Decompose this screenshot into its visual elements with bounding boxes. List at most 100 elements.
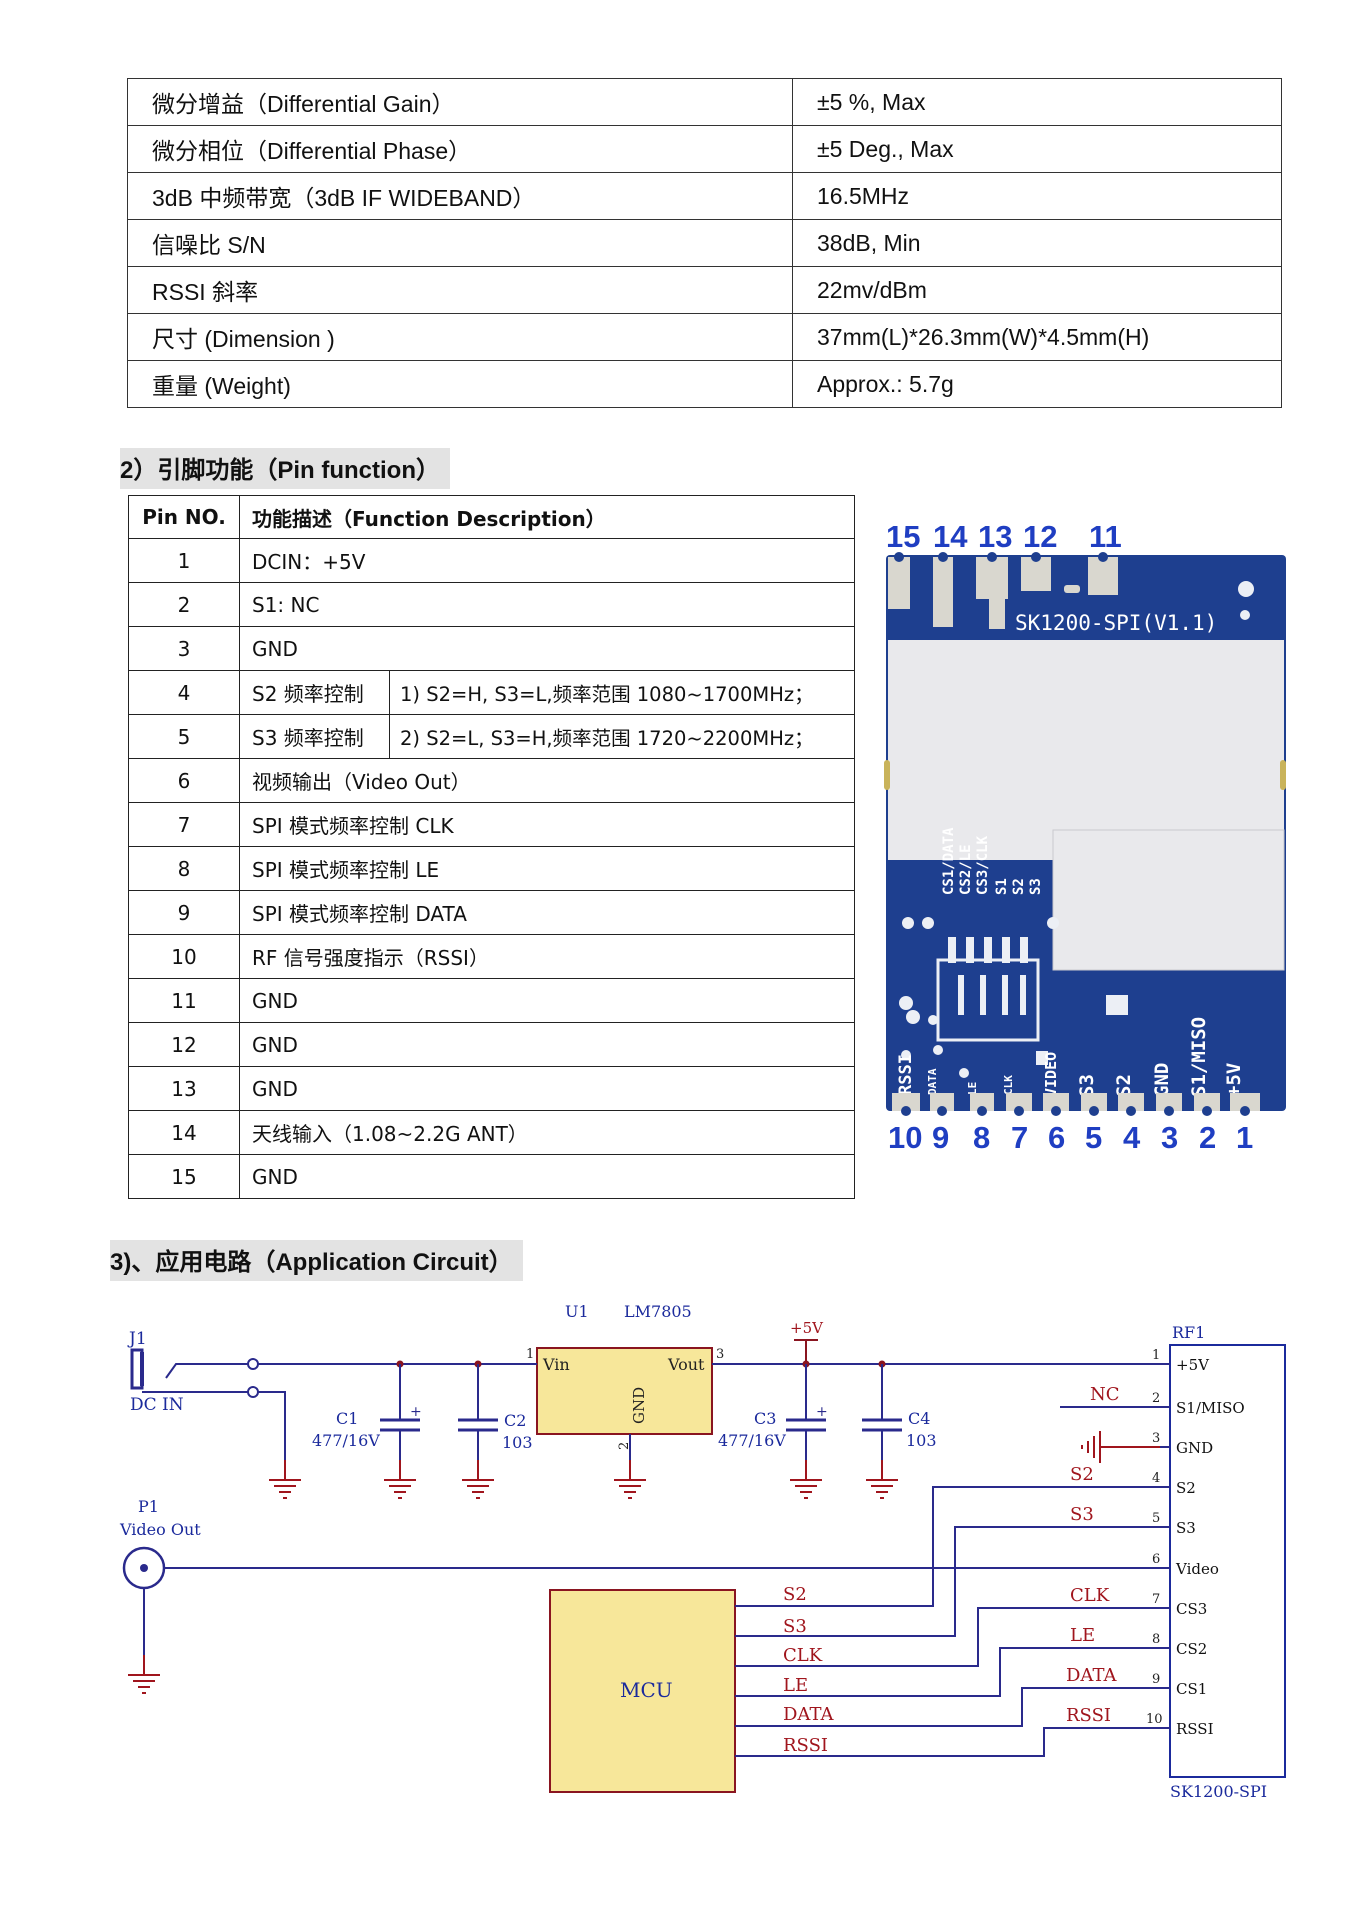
pin-note: 1) S2=H, S3=L,频率范围 1080~1700MHz； xyxy=(389,670,855,715)
bottom-pads xyxy=(892,1093,1260,1111)
rf1-pin-num: 10 xyxy=(1146,1712,1163,1727)
pin-no: 6 xyxy=(128,758,240,803)
bottom-pin-number: 6 xyxy=(1048,1120,1065,1155)
spec-row: 尺寸 (Dimension )37mm(L)*26.3mm(W)*4.5mm(H… xyxy=(127,313,1282,361)
spec-value: 38dB, Min xyxy=(792,219,1282,267)
rf1-pin-name: RSSI xyxy=(1176,1720,1214,1738)
pin-desc: GND xyxy=(239,1154,855,1199)
pin-no: 13 xyxy=(128,1066,240,1111)
rf1-pin-name: +5V xyxy=(1176,1356,1210,1374)
board-model-label: SK1200-SPI(V1.1) xyxy=(1015,611,1217,635)
rf1-net-label: NC xyxy=(1090,1384,1120,1405)
silk-label: GND xyxy=(1151,1063,1173,1097)
c2-value: 103 xyxy=(502,1433,533,1452)
rf1-pin-name: S3 xyxy=(1176,1519,1196,1537)
j1-name: DC IN xyxy=(130,1395,184,1415)
rf1-pin-name: Video xyxy=(1175,1560,1219,1578)
pin-note: 2) S2=L, S3=H,频率范围 1720~2200MHz； xyxy=(389,714,855,759)
svg-text:+: + xyxy=(816,1404,828,1420)
spec-row: 微分增益（Differential Gain）±5 %, Max xyxy=(127,78,1282,126)
spec-row: 微分相位（Differential Phase）±5 Deg., Max xyxy=(127,125,1282,173)
spec-value: 37mm(L)*26.3mm(W)*4.5mm(H) xyxy=(792,313,1282,361)
mcu-pin-label: DATA xyxy=(783,1704,834,1725)
regulator-u1: U1 LM7805 Vin Vout GND 1 3 2 xyxy=(526,1302,724,1499)
plus-5v-flag: +5V xyxy=(790,1319,824,1364)
spec-param: RSSI 斜率 xyxy=(127,266,793,314)
silk-label: S2 xyxy=(1011,878,1027,895)
mcu-pin-label: CLK xyxy=(783,1645,823,1666)
u1-pin1: 1 xyxy=(526,1347,534,1362)
dc-jack-j1: J1 DC IN xyxy=(127,1329,259,1415)
rf1-pin-num: 6 xyxy=(1152,1552,1160,1567)
rf1-pin-num: 8 xyxy=(1152,1632,1160,1647)
spec-row: 重量 (Weight)Approx.: 5.7g xyxy=(127,360,1282,408)
bottom-pin-number: 8 xyxy=(973,1120,990,1155)
pin-no: 4 xyxy=(128,670,240,715)
capacitor-c2: C2 103 xyxy=(458,1360,533,1499)
pin-desc: SPI 模式频率控制 LE xyxy=(239,846,855,891)
mcu-name: MCU xyxy=(620,1678,673,1702)
pin-no: 5 xyxy=(128,714,240,759)
spec-param: 信噪比 S/N xyxy=(127,219,793,267)
spec-param: 3dB 中频带宽（3dB IF WIDEBAND） xyxy=(127,172,793,220)
rf1-pin-num: 7 xyxy=(1152,1592,1160,1607)
bottom-pin-number: 4 xyxy=(1123,1120,1141,1155)
pin-no: 3 xyxy=(128,626,240,671)
c3-ref: C3 xyxy=(754,1409,776,1428)
top-pin-number: 11 xyxy=(1089,519,1122,554)
video-out-connector-p1: P1 Video Out xyxy=(119,1497,1160,1694)
pin-desc: GND xyxy=(239,626,855,671)
pin-no: 7 xyxy=(128,802,240,847)
p1-ref: P1 xyxy=(138,1497,159,1516)
spec-param: 微分增益（Differential Gain） xyxy=(127,78,793,126)
silk-label: CS3/CLK xyxy=(975,835,991,895)
spec-param: 微分相位（Differential Phase） xyxy=(127,125,793,173)
spec-value: ±5 Deg., Max xyxy=(792,125,1282,173)
pin-desc-header: 功能描述（Function Description） xyxy=(239,495,855,539)
pin-table-header: Pin NO. 功能描述（Function Description） xyxy=(128,495,855,539)
c2-ref: C2 xyxy=(504,1411,526,1430)
vias xyxy=(899,917,1128,1078)
application-circuit-schematic: J1 DC IN + C1 477/16V C2 103 U1 LM7805 V… xyxy=(119,1302,1286,1800)
top-pin-number: 13 xyxy=(978,519,1012,554)
spec-row: 3dB 中频带宽（3dB IF WIDEBAND）16.5MHz xyxy=(127,172,1282,220)
shield-can xyxy=(888,640,1284,830)
svg-text:+: + xyxy=(410,1404,422,1420)
rf1-pin-name: CS3 xyxy=(1176,1600,1207,1618)
pin-desc: RF 信号强度指示（RSSI） xyxy=(239,934,855,979)
silk-label: CS2/LE xyxy=(958,844,974,895)
bottom-pin-number: 2 xyxy=(1199,1120,1216,1155)
capacitor-c1: + C1 477/16V xyxy=(312,1360,422,1499)
pin-desc: DCIN：+5V xyxy=(239,538,855,583)
top-pin-number: 14 xyxy=(933,519,968,554)
pin-desc: SPI 模式频率控制 CLK xyxy=(239,802,855,847)
rf1-pin-num: 4 xyxy=(1152,1471,1160,1486)
c4-value: 103 xyxy=(906,1431,937,1450)
capacitor-c4: C4 103 xyxy=(862,1360,937,1499)
silk-label: S3 xyxy=(1028,878,1044,895)
c1-value: 477/16V xyxy=(312,1431,380,1450)
silk-label: DATA xyxy=(926,1068,939,1095)
pin-no: 1 xyxy=(128,538,240,583)
rf1-net-label: RSSI xyxy=(1066,1705,1111,1726)
bottom-pin-number: 7 xyxy=(1011,1120,1028,1155)
spec-table: 微分增益（Differential Gain）±5 %, Max 微分相位（Di… xyxy=(127,78,1282,408)
silk-label: RSSI xyxy=(896,1054,916,1095)
rf1-gnd-symbol xyxy=(1081,1431,1160,1463)
pin-no: 10 xyxy=(128,934,240,979)
rf1-pin-name: CS1 xyxy=(1176,1680,1207,1698)
pin-no: 11 xyxy=(128,978,240,1023)
